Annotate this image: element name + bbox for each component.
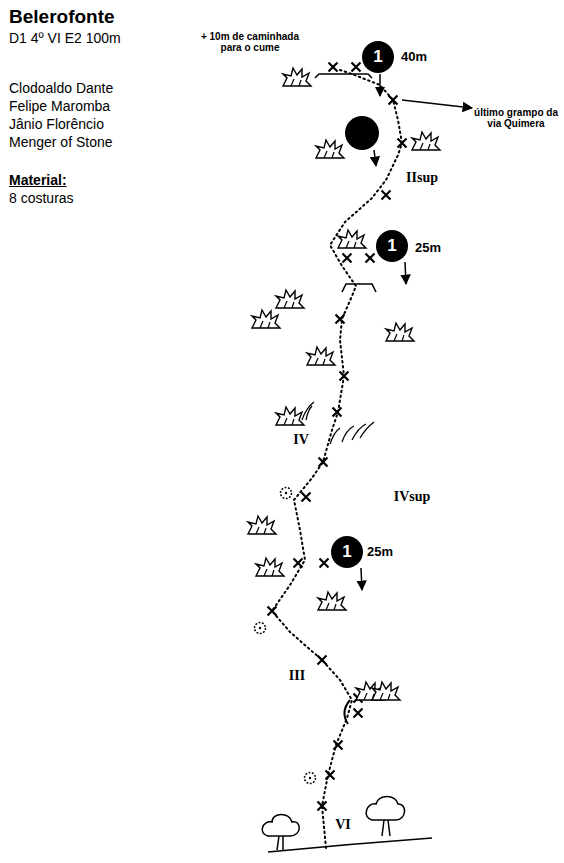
belay-station: 1 — [362, 41, 394, 73]
approach-note: + 10m de caminhada para o cume — [191, 31, 309, 54]
route-title: Belerofonte — [9, 6, 115, 28]
grade: D1 4º VI E2 100m — [9, 30, 121, 46]
author: Felipe Maromba — [9, 98, 110, 114]
bolt-note: último grampo da via Quimera — [474, 107, 558, 130]
material: 8 costuras — [9, 190, 74, 206]
pitch-grade: IV — [293, 432, 309, 448]
belay-station: 1 — [376, 230, 408, 262]
author: Menger of Stone — [9, 134, 113, 150]
pitch-length: 40m — [401, 50, 427, 65]
pitch-grade: IIsup — [406, 170, 438, 186]
station-number: 1 — [373, 47, 382, 67]
author: Clodoaldo Dante — [9, 80, 113, 96]
pitch-grade: IVsup — [394, 489, 431, 505]
pitch-length: 25m — [367, 545, 393, 560]
station-number: 1 — [342, 542, 351, 562]
author: Jânio Florêncio — [9, 116, 104, 132]
pitch-length: 25m — [415, 241, 441, 256]
belay-station: 1 — [331, 536, 363, 568]
material-heading: Material: — [9, 172, 67, 188]
pitch-grade: III — [289, 668, 305, 684]
pitch-grade: VI — [335, 817, 351, 833]
station-number: 1 — [387, 236, 396, 256]
